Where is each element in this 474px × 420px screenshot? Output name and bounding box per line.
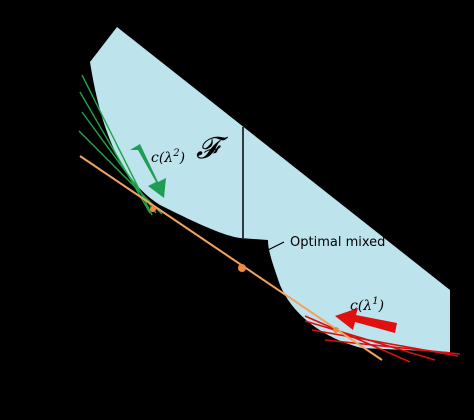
green-tangent-lines bbox=[78, 74, 163, 216]
optimal-mixed-point bbox=[238, 264, 246, 272]
green-line-2 bbox=[79, 91, 151, 214]
lambda2-tangent-point bbox=[150, 206, 156, 212]
green-arrow-icon bbox=[130, 144, 166, 198]
red-line-1 bbox=[304, 315, 411, 363]
lambda1-label: c(λ1) bbox=[350, 296, 384, 314]
optimal-mixed-label: Optimal mixed bbox=[290, 235, 385, 250]
red-arrow-icon bbox=[335, 308, 397, 333]
red-line-4 bbox=[324, 339, 461, 355]
green-line-4 bbox=[78, 130, 163, 215]
lambda2-label: c(λ2) bbox=[151, 148, 185, 166]
red-tangent-lines bbox=[304, 315, 461, 363]
feasible-region bbox=[90, 27, 450, 352]
optimal-mixed-leader-line bbox=[263, 241, 285, 253]
lambda1-tangent-point bbox=[333, 327, 339, 333]
supporting-line bbox=[79, 155, 383, 361]
